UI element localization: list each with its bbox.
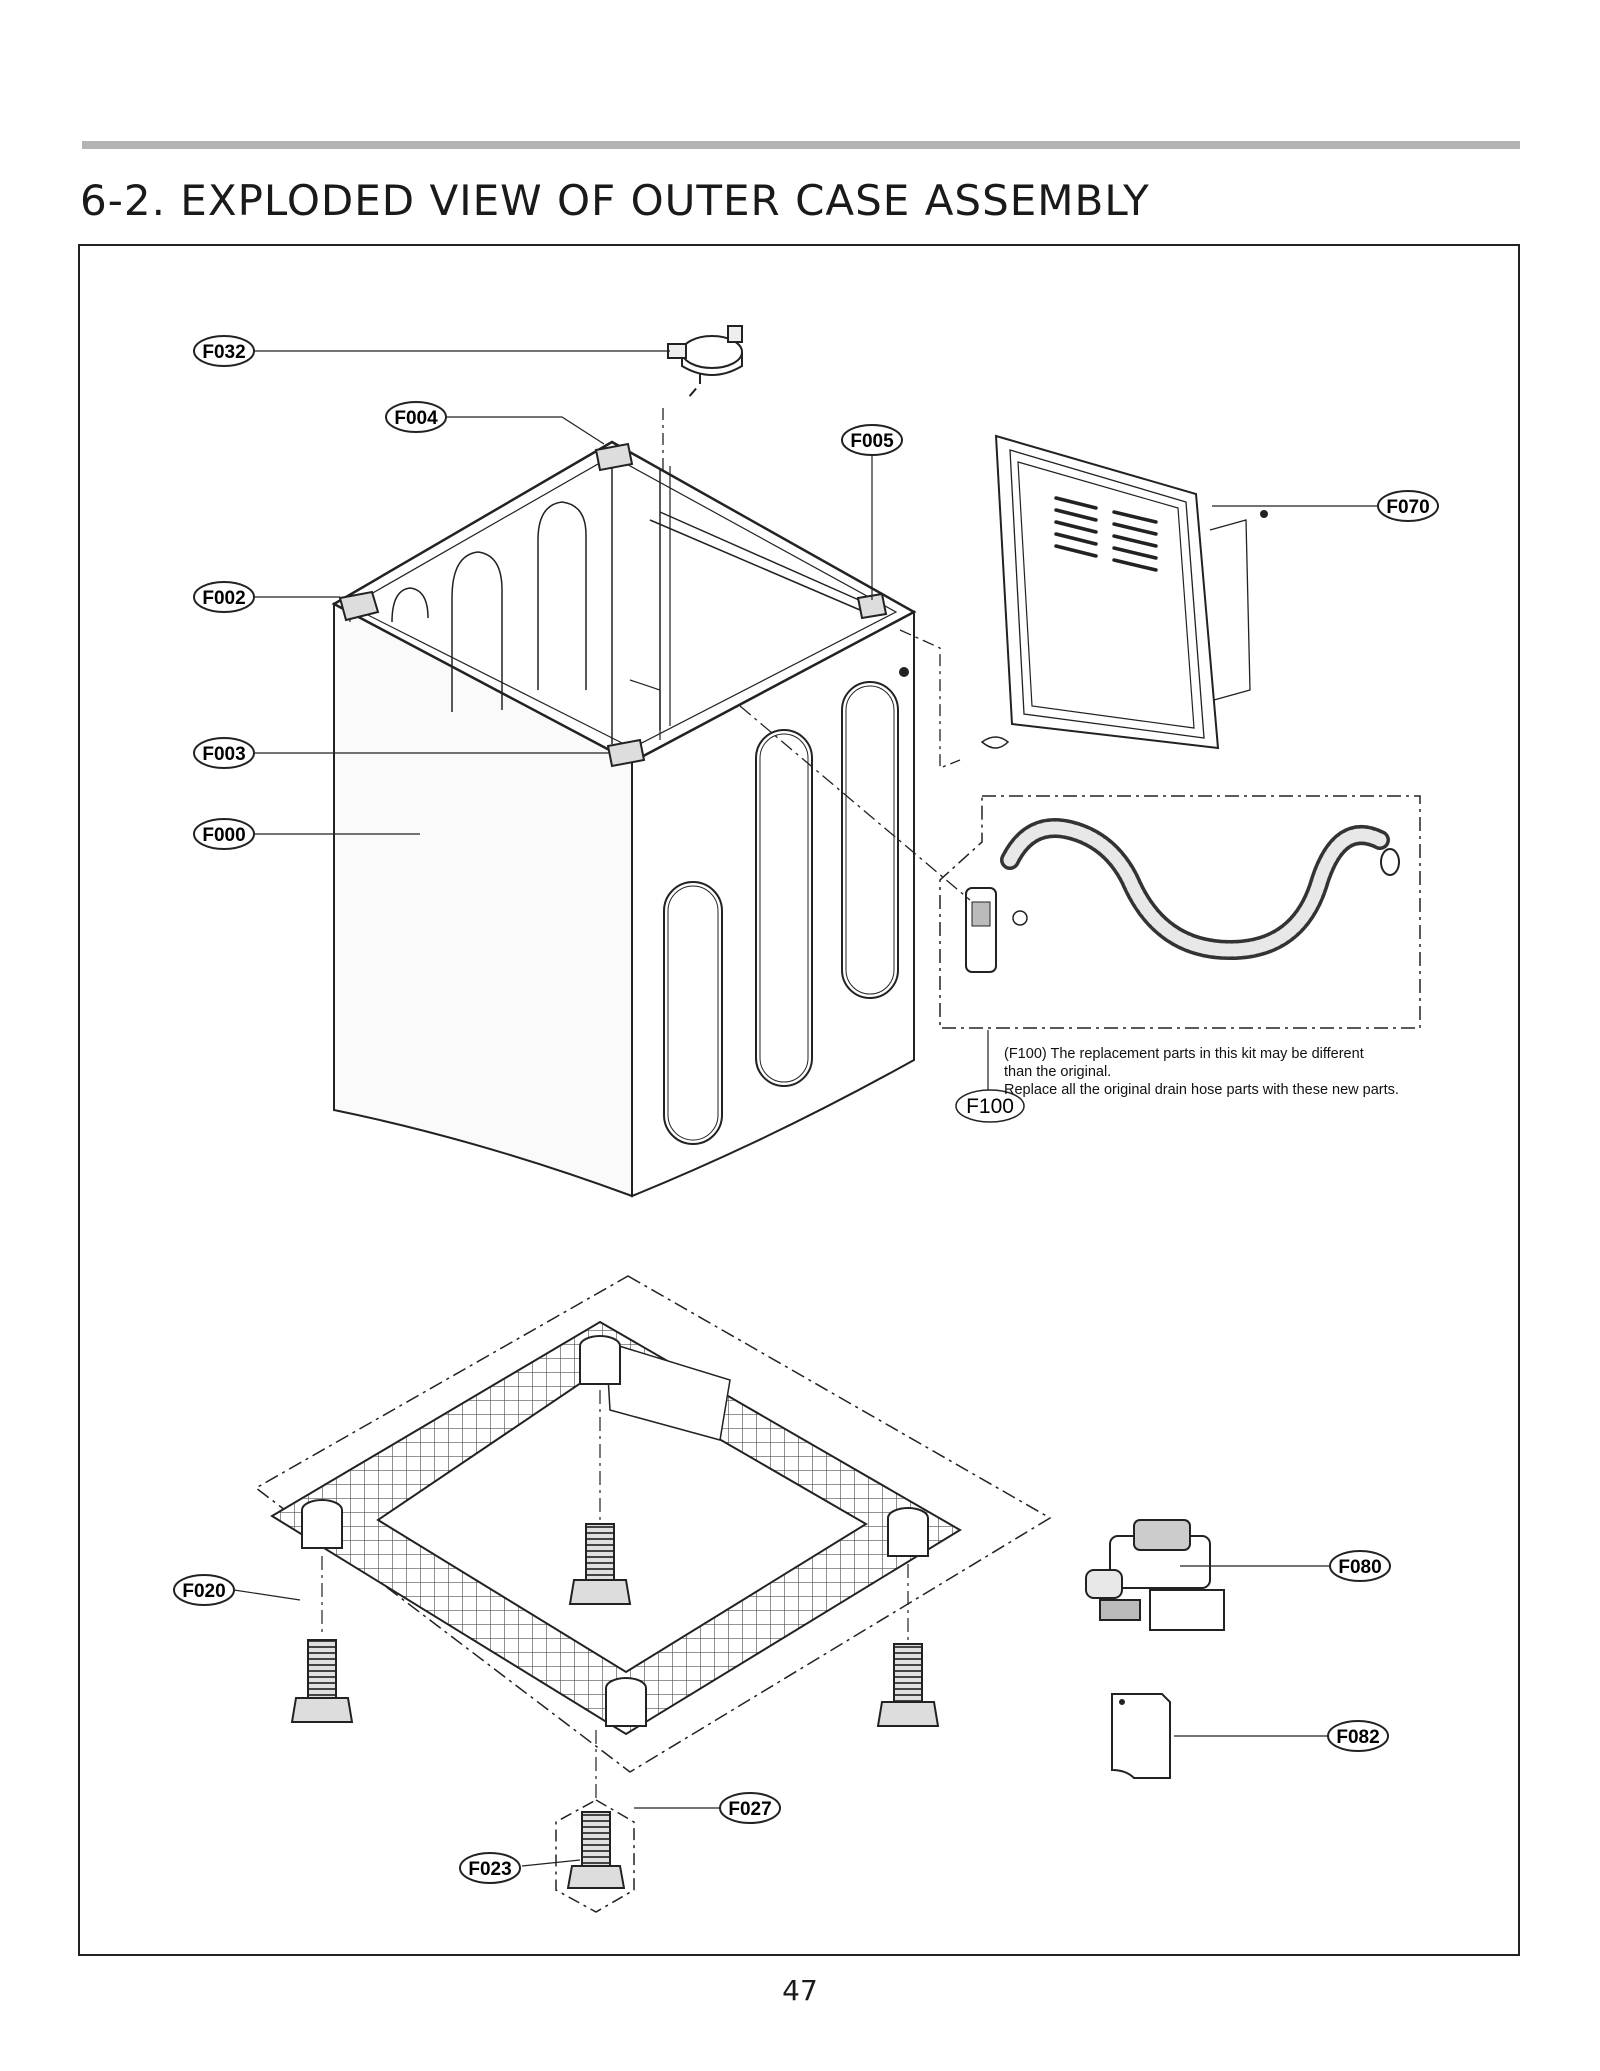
callout-f005: F005 (841, 424, 903, 456)
callout-f070: F070 (1377, 490, 1439, 522)
outer-case (331, 440, 917, 1198)
diagram-frame (78, 244, 1520, 1956)
hose-clamp-part (667, 325, 743, 399)
callout-f100: F100 (955, 1089, 1025, 1123)
f100-note: (F100) The replacement parts in this kit… (1004, 1046, 1399, 1098)
callout-label: F080 (1338, 1557, 1381, 1578)
callout-f080: F080 (1329, 1550, 1391, 1582)
callout-label: F082 (1336, 1727, 1379, 1748)
leveling-legs (290, 1523, 940, 1727)
callout-f002: F002 (193, 581, 255, 613)
callout-label: F003 (202, 744, 245, 765)
callout-label: F027 (728, 1799, 771, 1820)
callout-f004: F004 (385, 401, 447, 433)
page-title: 6-2. EXPLODED VIEW OF OUTER CASE ASSEMBL… (80, 176, 1150, 225)
callout-label: F020 (182, 1581, 225, 1602)
callout-f023: F023 (459, 1852, 521, 1884)
drain-pump (1085, 1519, 1225, 1631)
base-frame (254, 1275, 1052, 1773)
callout-label: F032 (202, 342, 245, 363)
page-number: 47 (782, 1974, 818, 2007)
pump-bracket (1111, 1693, 1171, 1779)
callout-label: F002 (202, 588, 245, 609)
callout-f000: F000 (193, 818, 255, 850)
callout-label: F023 (468, 1859, 511, 1880)
drain-hose-kit (939, 795, 1421, 1029)
note-line-1: (F100) The replacement parts in this kit… (1004, 1046, 1364, 1062)
callout-label: F070 (1386, 497, 1429, 518)
callout-label: F004 (394, 408, 438, 429)
callout-f020: F020 (173, 1574, 235, 1606)
leg-axis-lines (321, 1390, 909, 1800)
leader-lines (233, 350, 1380, 1867)
header-rule (82, 141, 1520, 149)
callout-f082: F082 (1327, 1720, 1389, 1752)
callout-f027: F027 (719, 1792, 781, 1824)
rear-panel (980, 434, 1268, 750)
callout-label: F005 (850, 431, 894, 452)
note-line-3: Replace all the original drain hose part… (1004, 1082, 1399, 1098)
callout-f032: F032 (193, 335, 255, 367)
callout-label: F100 (966, 1095, 1014, 1118)
callout-label: F000 (202, 825, 245, 846)
callout-f003: F003 (193, 737, 255, 769)
leg-detail (555, 1799, 635, 1913)
note-line-2: than the original. (1004, 1064, 1111, 1080)
